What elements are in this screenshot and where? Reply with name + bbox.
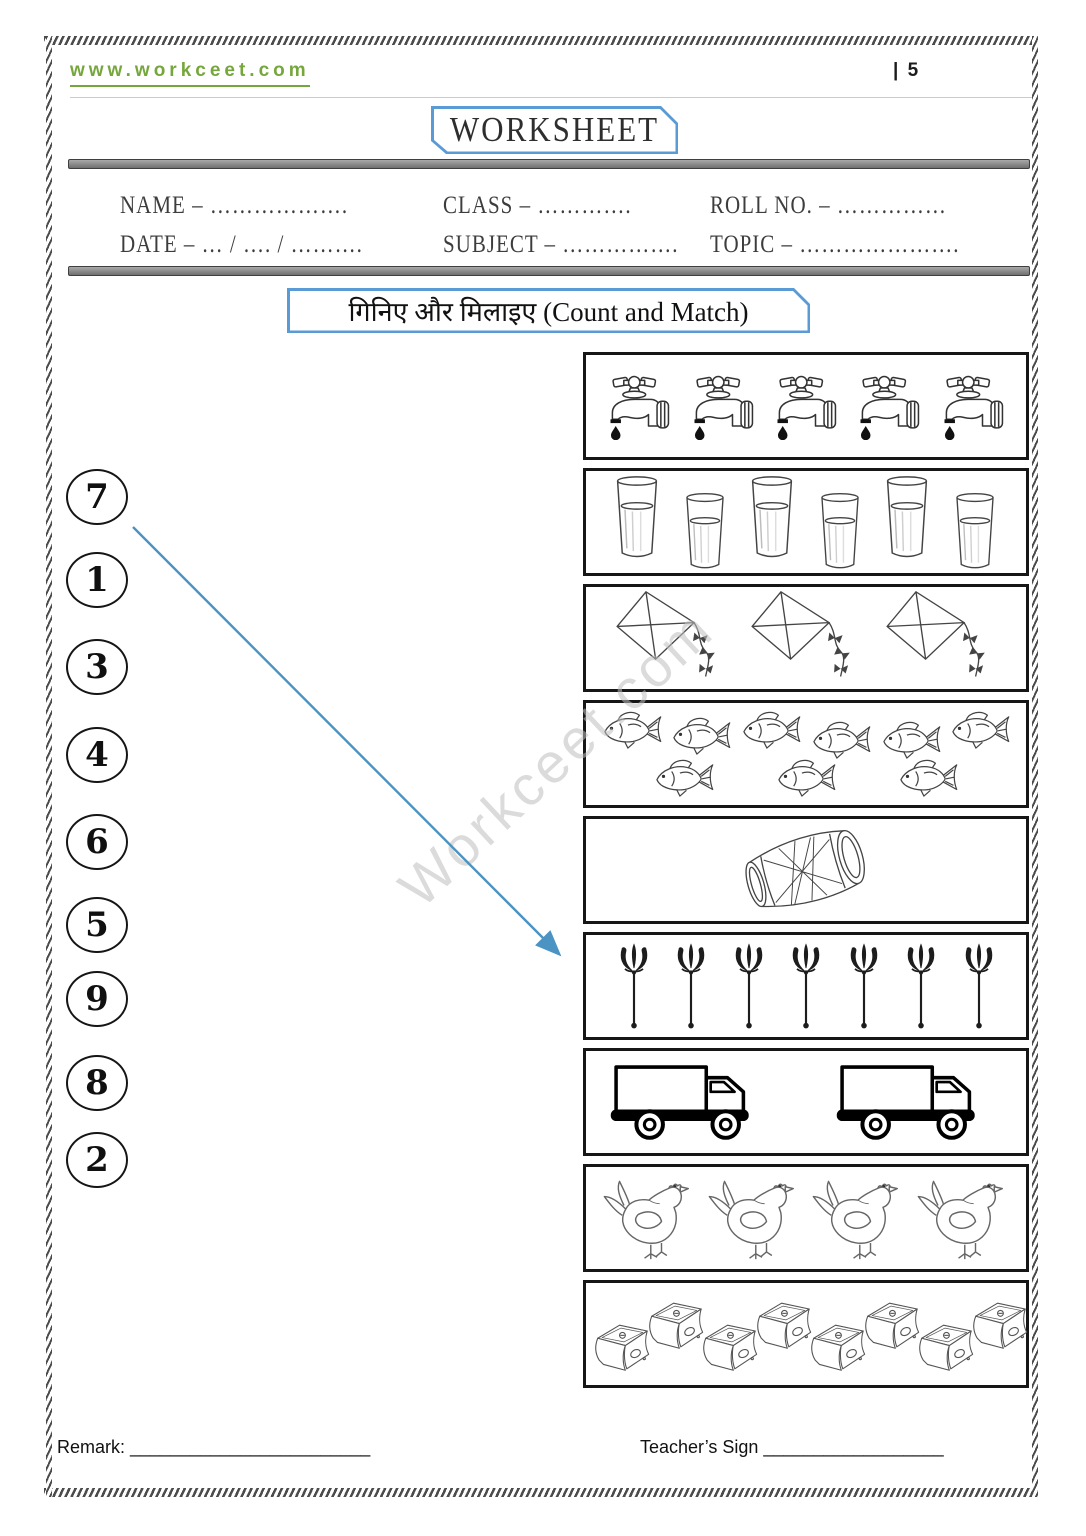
- worksheet-title-box: WORKSHEET: [431, 106, 678, 154]
- number-circle-3: 3: [66, 639, 128, 695]
- sharpener-icon: [859, 1296, 923, 1354]
- truck-icon: [609, 1060, 777, 1144]
- site-link[interactable]: www.workceet.com: [70, 60, 310, 87]
- trident-icon: [961, 938, 997, 1034]
- trident-icon: [788, 938, 824, 1034]
- count-box-fish: [583, 700, 1029, 808]
- count-box-trident: [583, 932, 1029, 1040]
- number-circle-7: 7: [66, 469, 128, 525]
- kite-icon: [883, 588, 999, 688]
- hen-icon: [704, 1172, 804, 1264]
- count-box-truck: [583, 1048, 1029, 1156]
- remark-label: Remark: ________________________: [57, 1437, 371, 1457]
- topic-field-label: TOPIC – ………………….: [710, 229, 960, 258]
- glass-icon: [883, 473, 931, 561]
- count-box-kite: [583, 584, 1029, 692]
- activity-title-box: गिनिए और मिलाइए (Count and Match): [287, 288, 810, 333]
- worksheet-title: WORKSHEET: [449, 109, 660, 150]
- glass-icon: [683, 490, 728, 572]
- tap-icon: [601, 372, 677, 440]
- fish-icon: [809, 717, 873, 763]
- date-field-label: DATE – … / …. / ……….: [120, 229, 363, 258]
- hen-icon: [808, 1172, 908, 1264]
- count-box-glass: [583, 468, 1029, 576]
- page-border-bottom: [44, 1488, 1038, 1497]
- divider-bar-bottom: [68, 266, 1030, 276]
- number-circle-1: 1: [66, 552, 128, 608]
- fish-icon: [600, 707, 664, 753]
- activity-title: गिनिए और मिलाइए (Count and Match): [348, 297, 749, 327]
- subject-field-label: SUBJECT – …………….: [443, 229, 679, 258]
- number-circle-9: 9: [66, 971, 128, 1027]
- glass-icon: [952, 490, 997, 572]
- fish-icon: [739, 707, 803, 753]
- glass-icon: [817, 490, 862, 572]
- teacher-sign-label: Teacher’s Sign __________________: [640, 1437, 944, 1457]
- glass-icon: [613, 473, 661, 561]
- fish-icon: [652, 755, 716, 801]
- tap-icon: [935, 372, 1011, 440]
- divider-bar-top: [68, 159, 1030, 169]
- fish-icon: [879, 717, 943, 763]
- kite-icon: [748, 588, 864, 688]
- sharpener-icon: [913, 1318, 977, 1376]
- sharpener-icon: [643, 1296, 707, 1354]
- number-circle-6: 6: [66, 814, 128, 870]
- page-border-top: [44, 36, 1038, 45]
- page-border-left: [46, 36, 52, 1497]
- tap-icon: [851, 372, 927, 440]
- count-box-hen: [583, 1164, 1029, 1272]
- number-circle-2: 2: [66, 1132, 128, 1188]
- drum-icon: [731, 822, 881, 918]
- sharpener-icon: [751, 1296, 815, 1354]
- class-field-label: CLASS – ………….: [443, 190, 632, 219]
- hen-icon: [599, 1172, 699, 1264]
- name-field-label: NAME – ……………….: [120, 190, 349, 219]
- trident-icon: [673, 938, 709, 1034]
- sharpener-icon: [967, 1296, 1031, 1354]
- count-box-drum: [583, 816, 1029, 924]
- sharpener-icon: [805, 1318, 869, 1376]
- fish-icon: [896, 755, 960, 801]
- header-divider: [70, 97, 1032, 98]
- number-circle-5: 5: [66, 897, 128, 953]
- hen-icon: [913, 1172, 1013, 1264]
- tap-icon: [768, 372, 844, 440]
- numbers-column: 7 1 3 4 6 5 9 8 2: [66, 469, 130, 1209]
- trident-icon: [903, 938, 939, 1034]
- count-box-tap: [583, 352, 1029, 460]
- number-circle-8: 8: [66, 1055, 128, 1111]
- truck-icon: [835, 1060, 1003, 1144]
- count-box-sharpener: [583, 1280, 1029, 1388]
- tap-icon: [685, 372, 761, 440]
- page-border-right: [1032, 36, 1038, 1497]
- roll-no-field-label: ROLL NO. – ……………: [710, 190, 947, 219]
- glass-icon: [748, 473, 796, 561]
- number-circle-4: 4: [66, 727, 128, 783]
- sharpener-icon: [589, 1318, 653, 1376]
- fish-icon: [948, 707, 1012, 753]
- count-boxes-column: [583, 352, 1029, 1396]
- trident-icon: [846, 938, 882, 1034]
- kite-icon: [613, 588, 729, 688]
- page-number: | 5: [893, 60, 921, 81]
- fish-icon: [669, 713, 733, 759]
- sharpener-icon: [697, 1318, 761, 1376]
- trident-icon: [616, 938, 652, 1034]
- trident-icon: [731, 938, 767, 1034]
- fish-icon: [774, 755, 838, 801]
